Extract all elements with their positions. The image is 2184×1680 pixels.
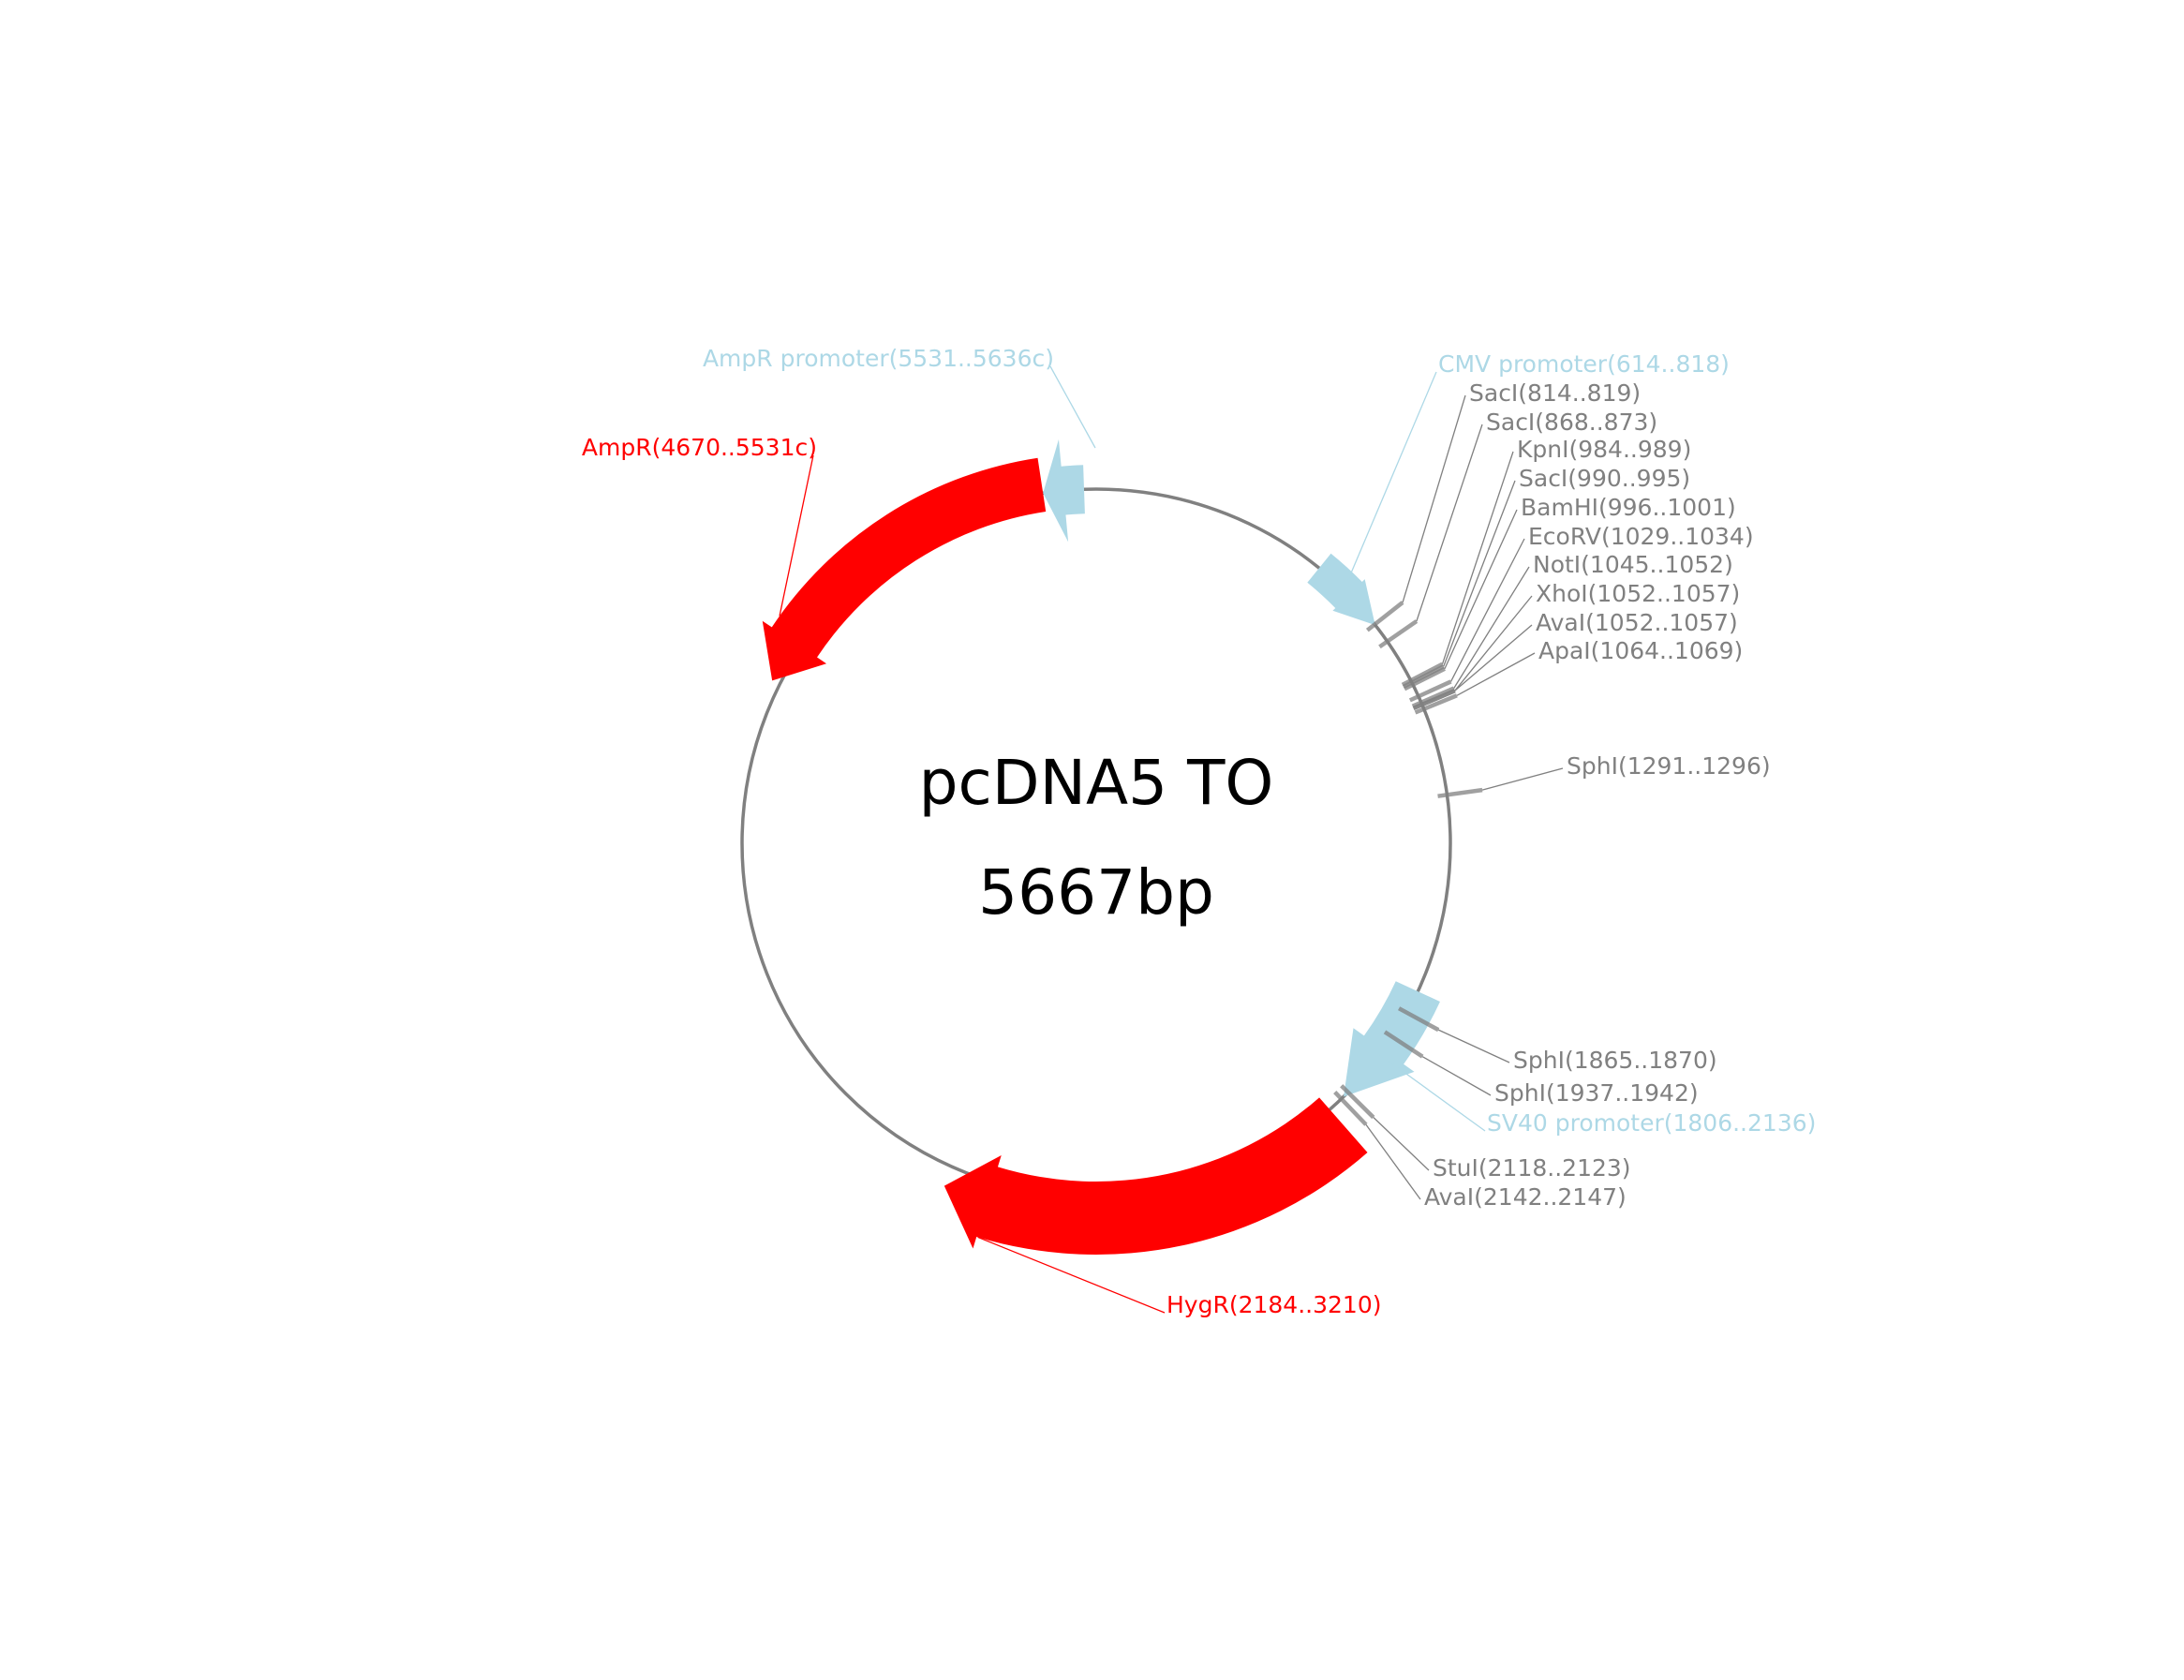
site-label-3: SacI(990..995) [1519,465,1690,492]
feature-arrow-cmv-promoter [1307,553,1375,626]
feature-label-ampr: AmpR(4670..5531c) [582,434,817,461]
feature-arrow-ampr-promoter [1043,439,1085,543]
site-tick-13 [1340,1084,1375,1120]
site-leader-14 [1365,1123,1421,1200]
leader-line-cmv-promoter [1343,371,1437,591]
site-leader-4 [1444,509,1518,669]
site-leader-2 [1441,451,1514,664]
site-leader-1 [1416,424,1483,622]
feature-arrow-hygr [943,1097,1368,1255]
site-leader-3 [1443,480,1516,667]
label-layer: CMV promoter(614..818) SV40 promoter(1806… [582,345,1816,1318]
leader-line-layer [779,365,1564,1314]
site-leader-8 [1454,624,1533,691]
site-label-6: NotI(1045..1052) [1533,551,1733,578]
site-layer [1333,601,1483,1126]
feature-label-cmv-promoter: CMV promoter(614..818) [1438,350,1730,378]
plasmid-name: pcDNA5 TO [919,747,1274,819]
site-label-5: EcoRV(1029..1034) [1528,523,1754,550]
site-label-9: ApaI(1064..1069) [1538,637,1743,664]
site-tick-9 [1414,693,1458,715]
site-leader-6 [1453,566,1530,689]
site-label-13: StuI(2118..2123) [1433,1154,1631,1182]
site-tick-14 [1333,1091,1368,1126]
site-leader-7 [1454,595,1533,691]
site-label-2: KpnI(984..989) [1517,436,1691,463]
feature-arrow-ampr [762,457,1047,681]
site-leader-10 [1481,767,1564,791]
feature-label-sv40-promoter: SV40 promoter(1806..2136) [1487,1109,1816,1137]
site-label-11: SphI(1865..1870) [1513,1047,1717,1074]
site-label-1: SacI(868..873) [1486,409,1657,436]
site-leader-9 [1456,652,1536,696]
feature-label-hygr: HygR(2184..3210) [1166,1291,1381,1318]
site-label-10: SphI(1291..1296) [1567,752,1771,780]
site-tick-4 [1404,666,1446,691]
site-leader-0 [1402,394,1466,603]
leader-line-sv40-promoter [1379,1054,1486,1132]
plasmid-size: 5667bp [978,856,1214,929]
leader-line-ampr [779,454,814,617]
leader-line-ampr-promoter [1049,365,1096,449]
feature-label-ampr-promoter: AmpR promoter(5531..5636c) [703,345,1054,372]
site-tick-5 [1408,679,1452,703]
site-tick-0 [1365,601,1404,632]
site-tick-3 [1402,664,1445,690]
site-tick-1 [1378,619,1419,649]
site-tick-10 [1437,787,1483,798]
site-label-0: SacI(814..819) [1469,379,1641,407]
site-leader-5 [1449,538,1525,682]
site-tick-6 [1411,686,1455,708]
leader-line-hygr [977,1236,1166,1314]
site-tick-8 [1412,689,1456,711]
site-label-7: XhoI(1052..1057) [1536,580,1740,607]
site-label-12: SphI(1937..1942) [1494,1079,1699,1107]
site-leader-13 [1373,1117,1430,1171]
site-label-14: AvaI(2142..2147) [1424,1183,1627,1211]
feature-layer [762,439,1440,1255]
site-label-8: AvaI(1052..1057) [1536,609,1738,636]
site-tick-2 [1401,662,1444,687]
site-tick-11 [1398,1006,1440,1033]
site-leader-12 [1421,1056,1492,1096]
site-tick-12 [1383,1030,1424,1059]
site-leader-11 [1437,1029,1510,1063]
site-label-4: BamHI(996..1001) [1521,494,1736,521]
